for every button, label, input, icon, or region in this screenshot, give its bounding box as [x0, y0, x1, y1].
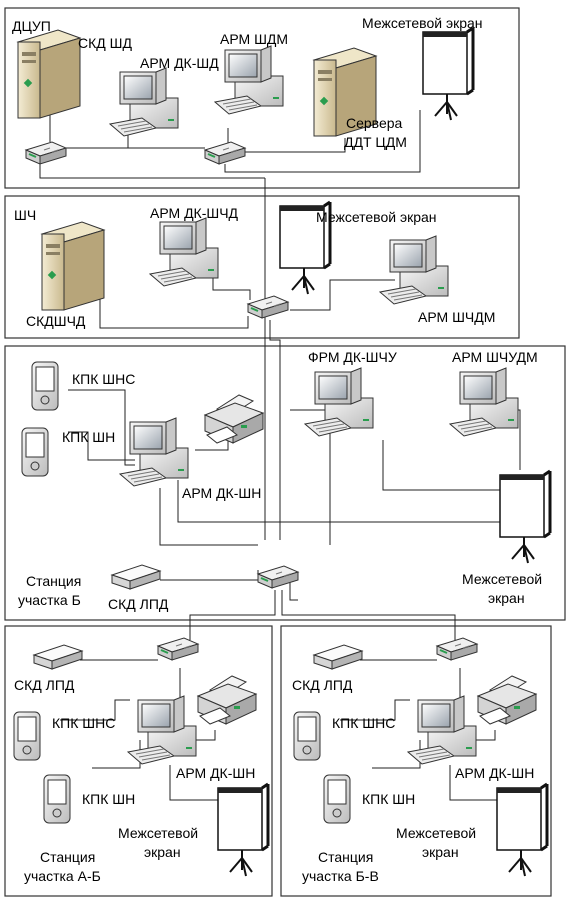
switch-dcup-left-icon: [25, 141, 67, 165]
workstation-arm-dk-shn-ab-icon: [127, 695, 197, 765]
switch-shch-icon: [247, 295, 289, 319]
switch-station-b-icon: [257, 565, 299, 589]
label-firewall-b-line1: Межсетевой: [462, 571, 542, 587]
label-arm-shdm: АРМ ШДМ: [220, 31, 288, 47]
zone-station-bv: [280, 625, 552, 897]
workstation-arm-dk-shd-icon: [109, 67, 179, 137]
firewall-station-bv-icon: [495, 782, 549, 878]
workstation-arm-dk-shn-bv-icon: [407, 695, 477, 765]
switch-dcup-right-icon: [204, 141, 246, 165]
workstation-arm-shchdm-icon: [379, 235, 449, 305]
zone-station-ab: [4, 625, 273, 897]
label-kpk-shns-bv: КПК ШНС: [332, 715, 395, 731]
station-ab-name-line1: Станция: [40, 849, 95, 865]
pda-kpk-shns-ab-icon: [13, 711, 41, 761]
pda-kpk-shns-bv-icon: [293, 711, 321, 761]
station-b-name-line1: Станция: [26, 573, 81, 589]
pda-kpk-shns-icon: [31, 361, 59, 411]
pda-kpk-shn-icon: [21, 427, 49, 477]
workstation-arm-dk-shchd-icon: [149, 217, 219, 287]
pda-kpk-shn-ab-icon: [43, 774, 71, 824]
server-skdshchd-icon: [41, 221, 105, 311]
label-skdshchd: СКДШЧД: [26, 313, 86, 329]
printer-station-b-icon: [204, 394, 264, 444]
label-skd-lpd-bv: СКД ЛПД: [292, 677, 353, 693]
label-kpk-shns-ab: КПК ШНС: [52, 715, 115, 731]
label-firewall-dcup: Межсетевой экран: [362, 15, 483, 31]
server-skd-shd-icon: [17, 29, 81, 119]
label-firewall-bv-line1: Межсетевой: [396, 825, 476, 841]
zone-shch: [4, 195, 520, 339]
label-firewall-bv-line2: экран: [422, 844, 459, 860]
zone-dcup: [4, 7, 520, 189]
workstation-arm-shdm-icon: [214, 45, 284, 115]
workstation-frm-dk-shchu-icon: [304, 367, 374, 437]
label-firewall-b-line2: экран: [488, 590, 525, 606]
connection-lines: [39, 110, 521, 801]
printer-station-bv-icon: [477, 675, 537, 725]
label-arm-dk-shd: АРМ ДК-ШД: [140, 55, 219, 71]
pda-kpk-shn-bv-icon: [323, 774, 351, 824]
zone-station-b: [4, 345, 566, 621]
label-servers-line2: ДДТ ЦДМ: [344, 134, 407, 150]
station-bv-name-line1: Станция: [318, 849, 373, 865]
label-kpk-shns: КПК ШНС: [72, 371, 135, 387]
label-arm-dk-shn-ab: АРМ ДК-ШН: [176, 765, 255, 781]
zone-dcup-title: ДЦУП: [12, 18, 51, 34]
label-skd-lpd-b: СКД ЛПД: [108, 596, 169, 612]
firewall-station-ab-icon: [216, 782, 270, 878]
zone-shch-title: ШЧ: [14, 207, 36, 223]
skd-lpd-station-ab-icon: [33, 644, 83, 670]
printer-station-ab-icon: [197, 675, 257, 725]
station-b-name-line2: участка Б: [18, 592, 81, 608]
label-firewall-ab-line2: экран: [144, 844, 181, 860]
skd-lpd-station-b-icon: [111, 564, 161, 590]
firewall-station-b-icon: [498, 469, 552, 565]
label-kpk-shn-bv: КПК ШН: [362, 791, 415, 807]
switch-station-bv-icon: [436, 637, 478, 661]
label-arm-shchdm: АРМ ШЧДМ: [418, 309, 495, 325]
label-firewall-ab-line1: Межсетевой: [118, 825, 198, 841]
firewall-dcup-icon: [421, 26, 475, 122]
station-ab-name-line2: участка А-Б: [24, 868, 101, 884]
station-bv-name-line2: участка Б-В: [302, 868, 379, 884]
label-arm-shchudm: АРМ ШЧУДМ: [452, 349, 538, 365]
label-frm-dk-shchu: ФРМ ДК-ШЧУ: [308, 349, 397, 365]
label-arm-dk-shn: АРМ ДК-ШН: [182, 485, 261, 501]
workstation-arm-shchudm-icon: [449, 367, 519, 437]
workstation-arm-dk-shn-icon: [119, 417, 189, 487]
switch-station-ab-icon: [157, 637, 199, 661]
label-kpk-shn: КПК ШН: [62, 429, 115, 445]
label-servers-line1: Сервера: [346, 115, 403, 131]
label-kpk-shn-ab: КПК ШН: [82, 791, 135, 807]
label-firewall-shch: Межсетевой экран: [316, 209, 437, 225]
label-arm-dk-shn-bv: АРМ ДК-ШН: [455, 765, 534, 781]
skd-lpd-station-bv-icon: [313, 644, 363, 670]
label-arm-dk-shchd: АРМ ДК-ШЧД: [150, 205, 239, 221]
label-skd-lpd-ab: СКД ЛПД: [14, 677, 75, 693]
label-skd-shd: СКД ШД: [78, 35, 132, 51]
